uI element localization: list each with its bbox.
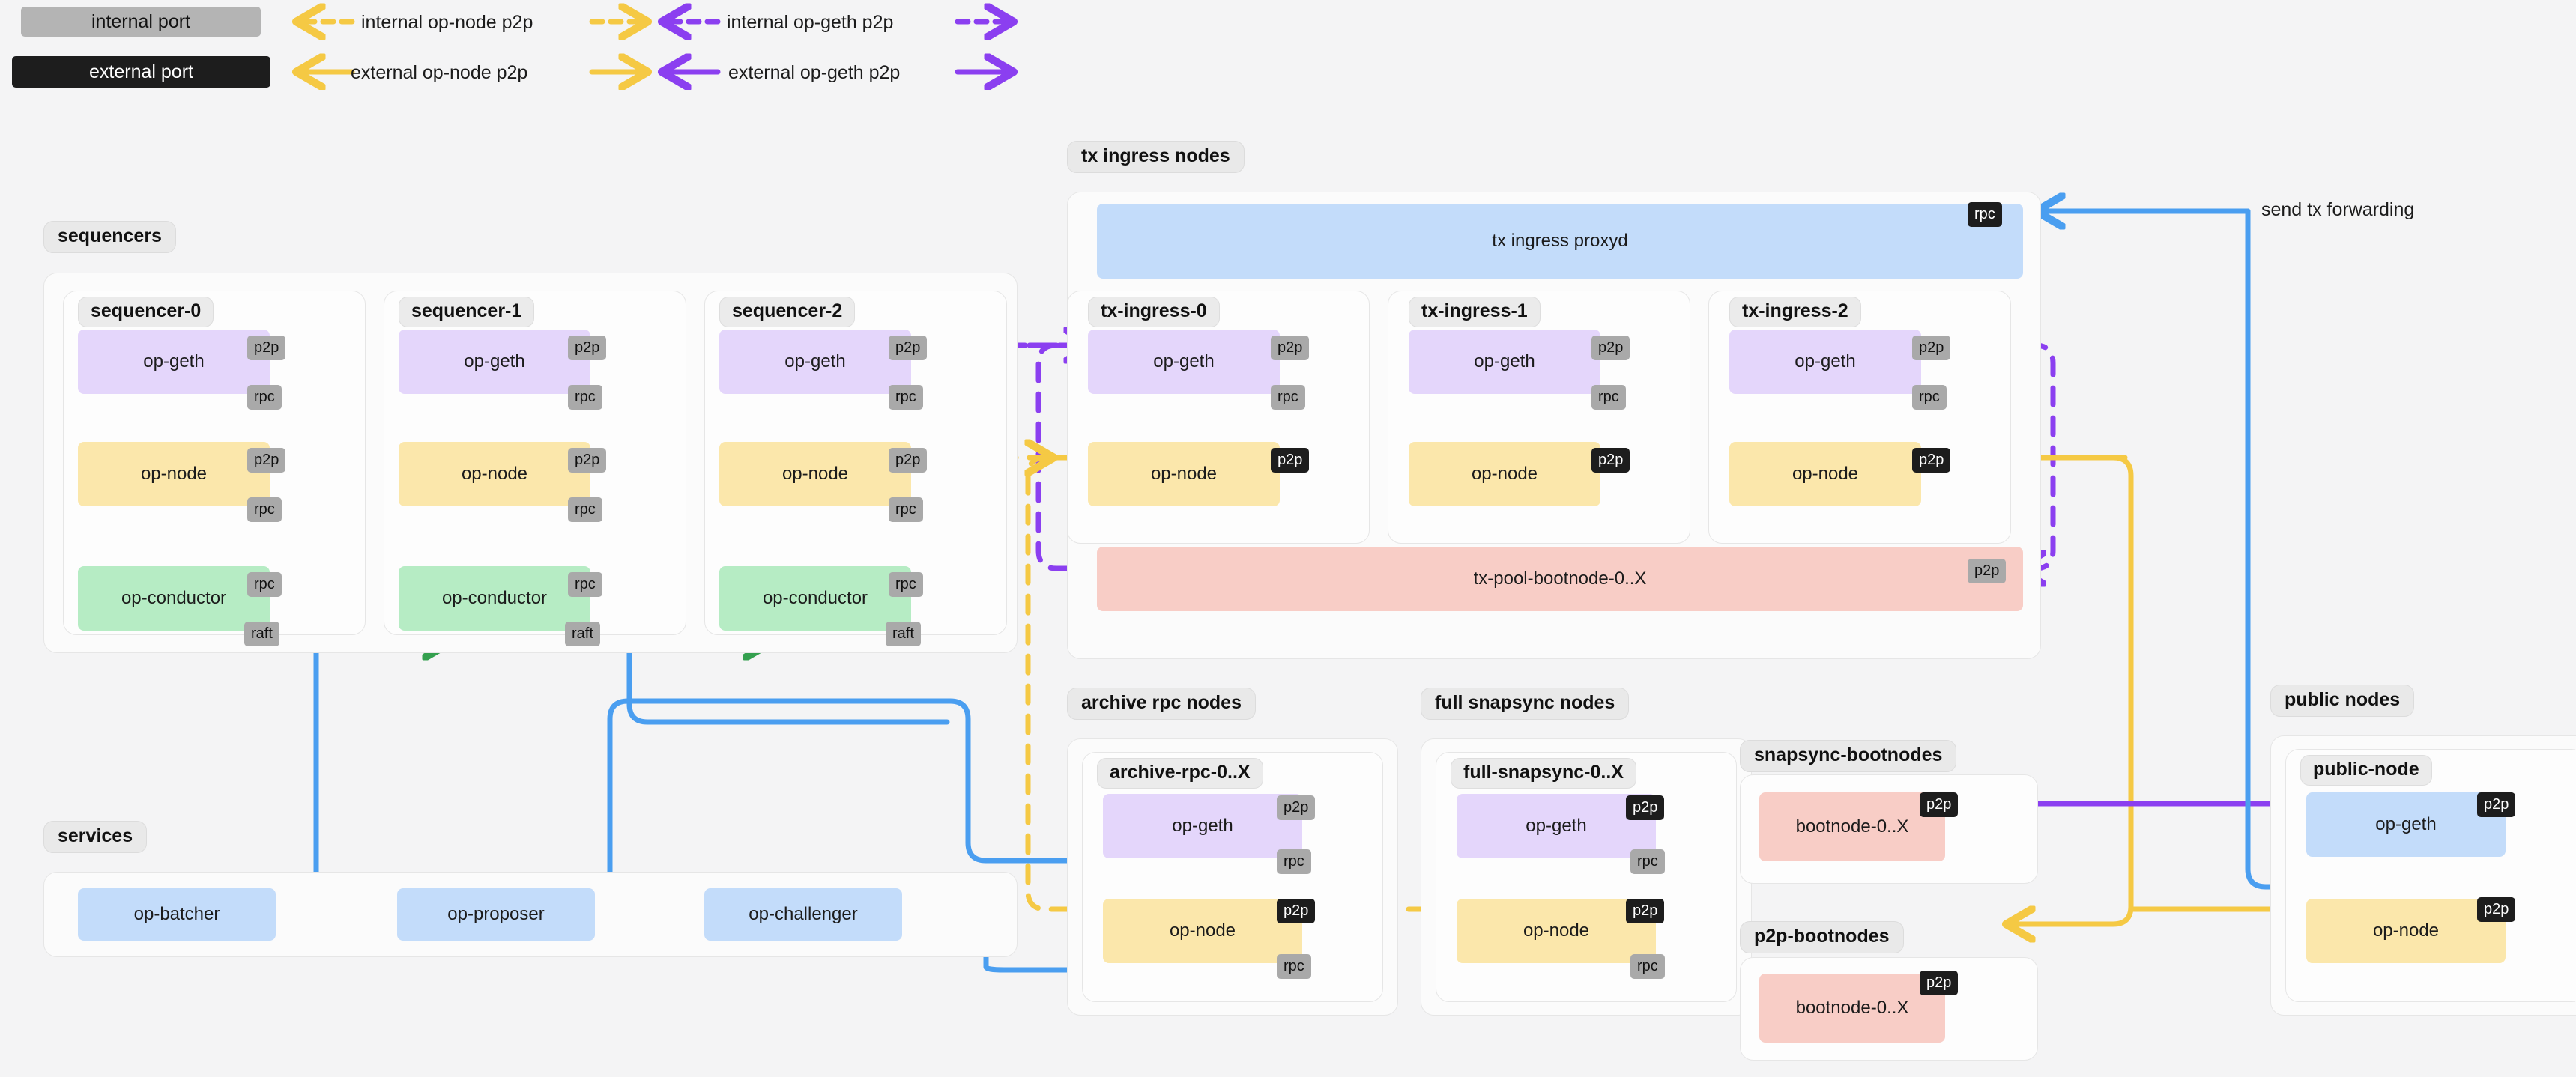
subgroup-full-snapsync-0x [1436,752,1737,1002]
sequencer-1-op-node: op-node [399,442,590,506]
group-label-public-nodes: public nodes [2270,685,2415,717]
legend-label-internal-op-node-p2p: internal op-node p2p [361,12,533,33]
subgroup-label-sequencer-2: sequencer-2 [719,297,856,327]
annotation-send-tx-forwarding: send tx forwarding [2261,199,2415,220]
group-label-services: services [43,821,148,853]
tx-ingress-1-op-geth: op-geth [1409,330,1600,394]
sequencer-1-op-conductor-rpc-port: rpc [568,572,602,597]
snapsync-bootnode-p2p-port: p2p [1920,792,1959,817]
p2p-bootnode: bootnode-0..X [1759,974,1945,1043]
subgroup-public-node [2285,749,2576,1002]
subgroup-label-sequencer-1: sequencer-1 [399,297,535,327]
archive-rpc-op-geth-p2p-port: p2p [1277,795,1316,820]
legend-label-internal-op-geth-p2p: internal op-geth p2p [727,12,894,33]
sequencer-0-op-geth: op-geth [78,330,270,394]
sequencer-2-op-node: op-node [719,442,911,506]
public-node-op-node-p2p-port: p2p [2477,897,2516,922]
archive-rpc-op-geth: op-geth [1103,794,1302,858]
tx-ingress-2-op-geth-p2p-port: p2p [1912,336,1951,360]
subgroup-archive-rpc-0x [1082,752,1383,1002]
full-snapsync-op-node-rpc-port: rpc [1630,954,1665,979]
sequencer-2-op-geth-rpc-port: rpc [889,385,923,410]
sequencer-0-op-conductor-raft-port: raft [244,622,279,646]
full-snapsync-op-geth: op-geth [1457,794,1656,858]
group-label-archive-rpc-nodes: archive rpc nodes [1067,688,1256,720]
sequencer-0-op-geth-p2p-port: p2p [247,336,286,360]
sequencer-0-op-conductor: op-conductor [78,566,270,631]
archive-rpc-op-node-rpc-port: rpc [1277,954,1311,979]
sequencer-2-op-conductor: op-conductor [719,566,911,631]
legend-label-external-op-node-p2p: external op-node p2p [351,62,528,83]
public-node-op-node: op-node [2306,899,2506,963]
subgroup-label-tx-ingress-1: tx-ingress-1 [1409,297,1541,327]
tx-ingress-2-op-geth: op-geth [1729,330,1921,394]
sequencer-2-op-conductor-raft-port: raft [886,622,921,646]
subgroup-label-full-snapsync-0x: full-snapsync-0..X [1451,758,1636,789]
snapsync-bootnode: bootnode-0..X [1759,792,1945,861]
tx-ingress-proxyd-rpc-port: rpc [1968,202,2002,227]
tx-ingress-0-op-geth-p2p-port: p2p [1271,336,1310,360]
sequencer-0-op-conductor-rpc-port: rpc [247,572,282,597]
subgroup-label-archive-rpc-0x: archive-rpc-0..X [1097,758,1263,789]
sequencer-1-op-geth: op-geth [399,330,590,394]
legend-arrows [0,0,1079,90]
tx-ingress-2-op-node-p2p-port: p2p [1912,448,1951,473]
tx-ingress-0-op-node: op-node [1088,442,1280,506]
sequencer-2-op-geth-p2p-port: p2p [889,336,928,360]
p2p-bootnode-p2p-port: p2p [1920,971,1959,995]
full-snapsync-op-node-p2p-port: p2p [1626,899,1665,923]
subgroup-label-tx-ingress-0: tx-ingress-0 [1088,297,1220,327]
tx-ingress-0-op-node-p2p-port: p2p [1271,448,1310,473]
sequencer-1-op-node-rpc-port: rpc [568,497,602,522]
service-op-batcher: op-batcher [78,888,276,941]
legend: internal port external port [0,0,1079,90]
tx-pool-bootnode: tx-pool-bootnode-0..X [1097,547,2023,611]
sequencer-0-op-node: op-node [78,442,270,506]
sequencer-1-op-geth-p2p-port: p2p [568,336,607,360]
tx-ingress-0-op-geth-rpc-port: rpc [1271,385,1305,410]
service-op-challenger: op-challenger [704,888,902,941]
legend-internal-port-chip: internal port [21,7,261,37]
tx-ingress-0-op-geth: op-geth [1088,330,1280,394]
sequencer-0-op-node-rpc-port: rpc [247,497,282,522]
archive-rpc-op-geth-rpc-port: rpc [1277,849,1311,874]
tx-ingress-1-op-node: op-node [1409,442,1600,506]
subgroup-label-public-node: public-node [2300,755,2432,786]
sequencer-1-op-geth-rpc-port: rpc [568,385,602,410]
full-snapsync-op-geth-rpc-port: rpc [1630,849,1665,874]
group-label-snapsync-bootnodes: snapsync-bootnodes [1740,740,1957,772]
tx-ingress-1-op-geth-p2p-port: p2p [1591,336,1630,360]
archive-rpc-op-node-p2p-port: p2p [1277,899,1316,923]
sequencer-1-op-node-p2p-port: p2p [568,448,607,473]
public-node-op-geth-p2p-port: p2p [2477,792,2516,817]
group-label-sequencers: sequencers [43,221,176,253]
sequencer-1-op-conductor-raft-port: raft [565,622,600,646]
group-label-p2p-bootnodes: p2p-bootnodes [1740,921,1904,953]
tx-ingress-1-op-geth-rpc-port: rpc [1591,385,1626,410]
sequencer-2-op-node-p2p-port: p2p [889,448,928,473]
group-label-full-snapsync-nodes: full snapsync nodes [1421,688,1630,720]
sequencer-0-op-geth-rpc-port: rpc [247,385,282,410]
service-op-proposer: op-proposer [397,888,595,941]
legend-external-port-chip: external port [12,56,270,88]
sequencer-2-op-geth: op-geth [719,330,911,394]
tx-ingress-proxyd: tx ingress proxyd [1097,204,2023,279]
subgroup-label-tx-ingress-2: tx-ingress-2 [1729,297,1861,327]
sequencer-1-op-conductor: op-conductor [399,566,590,631]
public-node-op-geth: op-geth [2306,792,2506,857]
archive-rpc-op-node: op-node [1103,899,1302,963]
sequencer-0-op-node-p2p-port: p2p [247,448,286,473]
sequencer-2-op-node-rpc-port: rpc [889,497,923,522]
tx-pool-bootnode-p2p-port: p2p [1968,559,2007,583]
tx-ingress-2-op-node: op-node [1729,442,1921,506]
tx-ingress-1-op-node-p2p-port: p2p [1591,448,1630,473]
sequencer-2-op-conductor-rpc-port: rpc [889,572,923,597]
group-label-tx-ingress-nodes: tx ingress nodes [1067,141,1245,173]
subgroup-label-sequencer-0: sequencer-0 [78,297,214,327]
tx-ingress-2-op-geth-rpc-port: rpc [1912,385,1947,410]
legend-label-external-op-geth-p2p: external op-geth p2p [728,62,901,83]
full-snapsync-op-geth-p2p-port: p2p [1626,795,1665,820]
